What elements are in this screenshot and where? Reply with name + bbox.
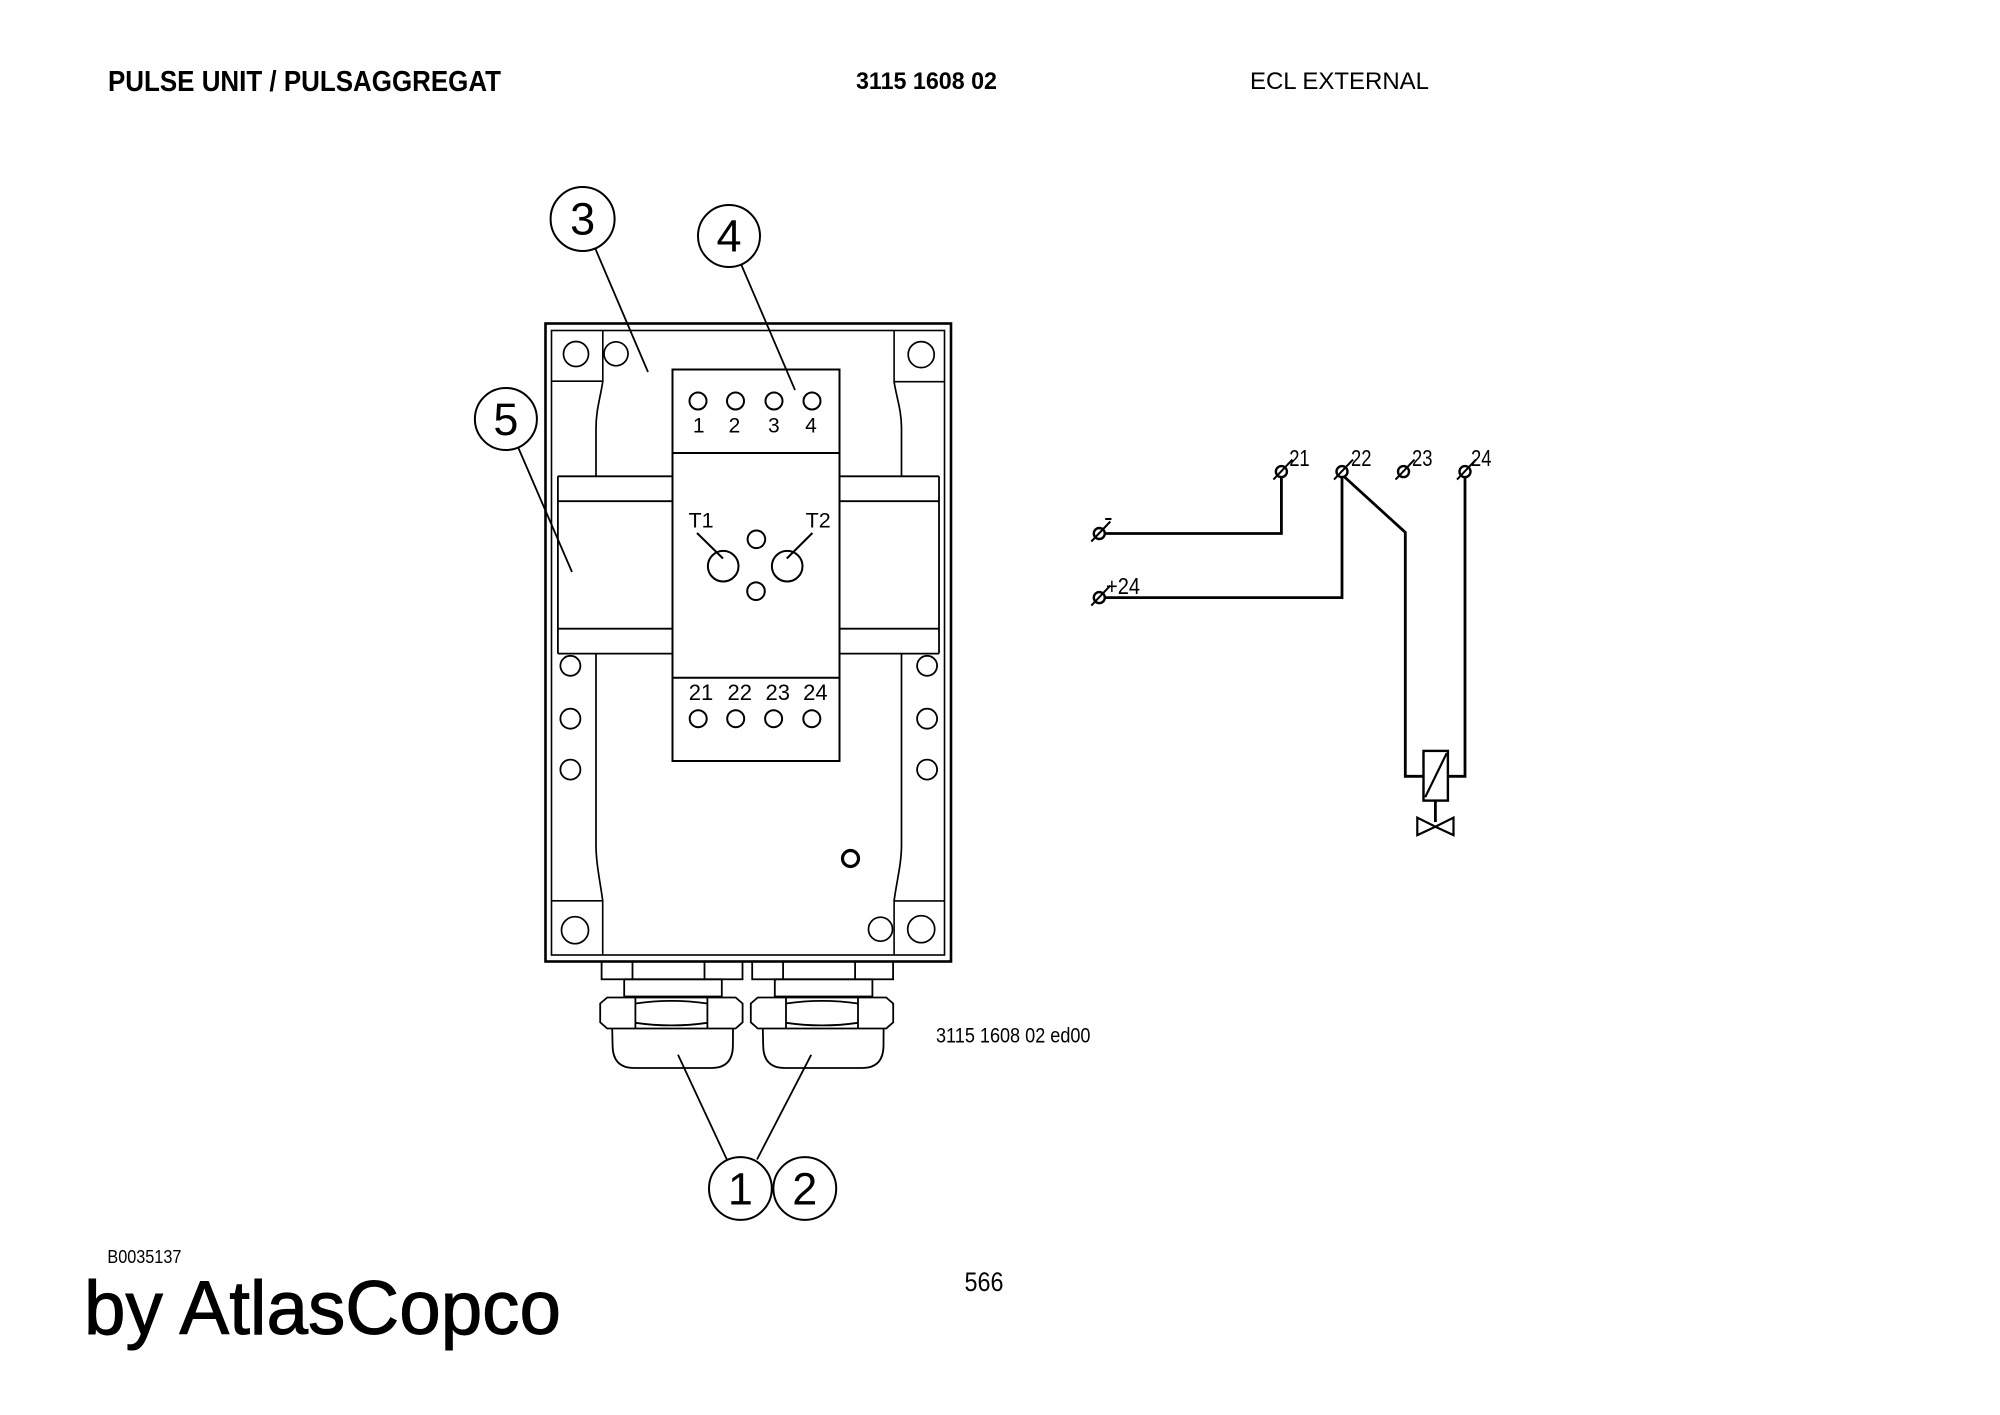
svg-text:24: 24 [803, 680, 827, 705]
svg-text:3: 3 [768, 415, 780, 438]
svg-text:1: 1 [728, 1164, 753, 1215]
svg-text:2: 2 [792, 1164, 817, 1215]
svg-text:23: 23 [1412, 445, 1433, 471]
svg-text:4: 4 [716, 211, 741, 262]
svg-text:3: 3 [570, 194, 595, 245]
svg-text:ECL EXTERNAL: ECL EXTERNAL [1250, 68, 1429, 95]
svg-text:21: 21 [689, 680, 713, 705]
svg-text:3115 1608 02: 3115 1608 02 [856, 68, 997, 95]
svg-text:+24: +24 [1106, 573, 1140, 599]
svg-text:21: 21 [1289, 445, 1310, 471]
svg-text:23: 23 [766, 680, 790, 705]
svg-text:by AtlasCopco: by AtlasCopco [84, 1266, 561, 1351]
svg-text:24: 24 [1471, 445, 1492, 471]
svg-text:B0035137: B0035137 [107, 1247, 181, 1267]
svg-text:22: 22 [1351, 445, 1372, 471]
svg-text:T2: T2 [806, 509, 831, 533]
svg-text:3115 1608 02 ed00: 3115 1608 02 ed00 [936, 1025, 1091, 1048]
svg-text:PULSE UNIT / PULSAGGREGAT: PULSE UNIT / PULSAGGREGAT [108, 66, 501, 98]
svg-text:-: - [1104, 502, 1113, 532]
svg-text:2: 2 [729, 415, 741, 438]
svg-text:566: 566 [965, 1267, 1004, 1297]
svg-text:1: 1 [693, 415, 705, 438]
svg-text:5: 5 [493, 394, 518, 445]
svg-text:T1: T1 [689, 509, 714, 533]
svg-text:22: 22 [728, 680, 752, 705]
svg-text:4: 4 [805, 415, 817, 438]
